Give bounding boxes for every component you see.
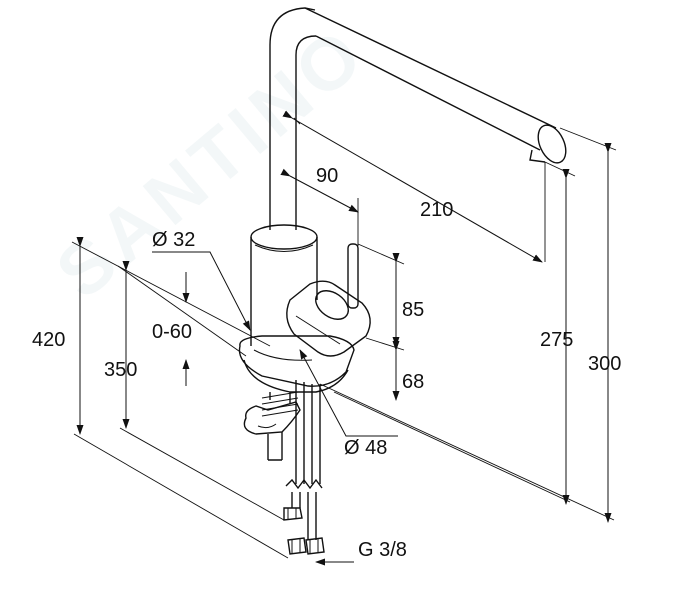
faucet-outline	[238, 7, 567, 555]
label-height-420: 420	[32, 329, 66, 351]
label-height-275: 275	[540, 329, 574, 351]
label-clamp-range: 0-60	[152, 321, 193, 343]
label-height-300: 300	[588, 353, 622, 375]
label-lever-height: 85	[402, 299, 425, 321]
label-height-350: 350	[104, 359, 138, 381]
label-diameter-48: Ø 48	[344, 437, 388, 459]
dimension-lines	[71, 110, 617, 566]
label-diameter-32: Ø 32	[152, 229, 196, 251]
label-spout-offset: 90	[316, 165, 339, 187]
label-connection-thread: G 3/8	[358, 539, 407, 561]
label-base-height: 68	[402, 371, 425, 393]
label-spout-reach: 210	[420, 199, 454, 221]
